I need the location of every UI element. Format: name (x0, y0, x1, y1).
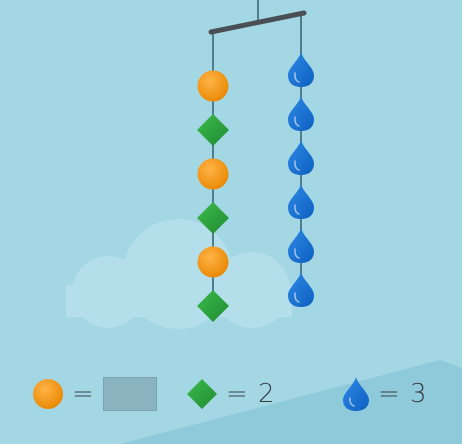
blue-drop-icon (288, 184, 314, 219)
blue-drop-icon (288, 52, 314, 87)
blue-drop-icon (288, 96, 314, 131)
legend-circle: = (32, 372, 157, 416)
green-diamond-icon (197, 290, 229, 322)
orange-circle-icon (197, 158, 229, 190)
diamond-value-label: = 2 (226, 379, 276, 409)
legend-diamond: = 2 (186, 372, 276, 416)
blue-drop-icon (288, 228, 314, 263)
background-cloud (66, 219, 292, 329)
orange-circle-icon (197, 246, 229, 278)
blue-drop-icon (288, 272, 314, 307)
left-string-shapes (197, 70, 229, 322)
legend-drop: = 3 (342, 372, 428, 416)
equals-sign: = (72, 379, 95, 409)
blue-drop-icon (343, 377, 369, 411)
background-hill (120, 360, 462, 444)
green-diamond-icon (197, 202, 229, 234)
orange-circle-icon (197, 70, 229, 102)
right-string-shapes (288, 52, 314, 307)
circle-value-input[interactable] (102, 377, 157, 411)
green-diamond-icon (197, 114, 229, 146)
mobile-bar (208, 10, 307, 35)
blue-drop-icon (288, 140, 314, 175)
green-diamond-icon (187, 379, 217, 409)
orange-circle-icon (33, 379, 63, 409)
drop-value-label: = 3 (378, 379, 428, 409)
